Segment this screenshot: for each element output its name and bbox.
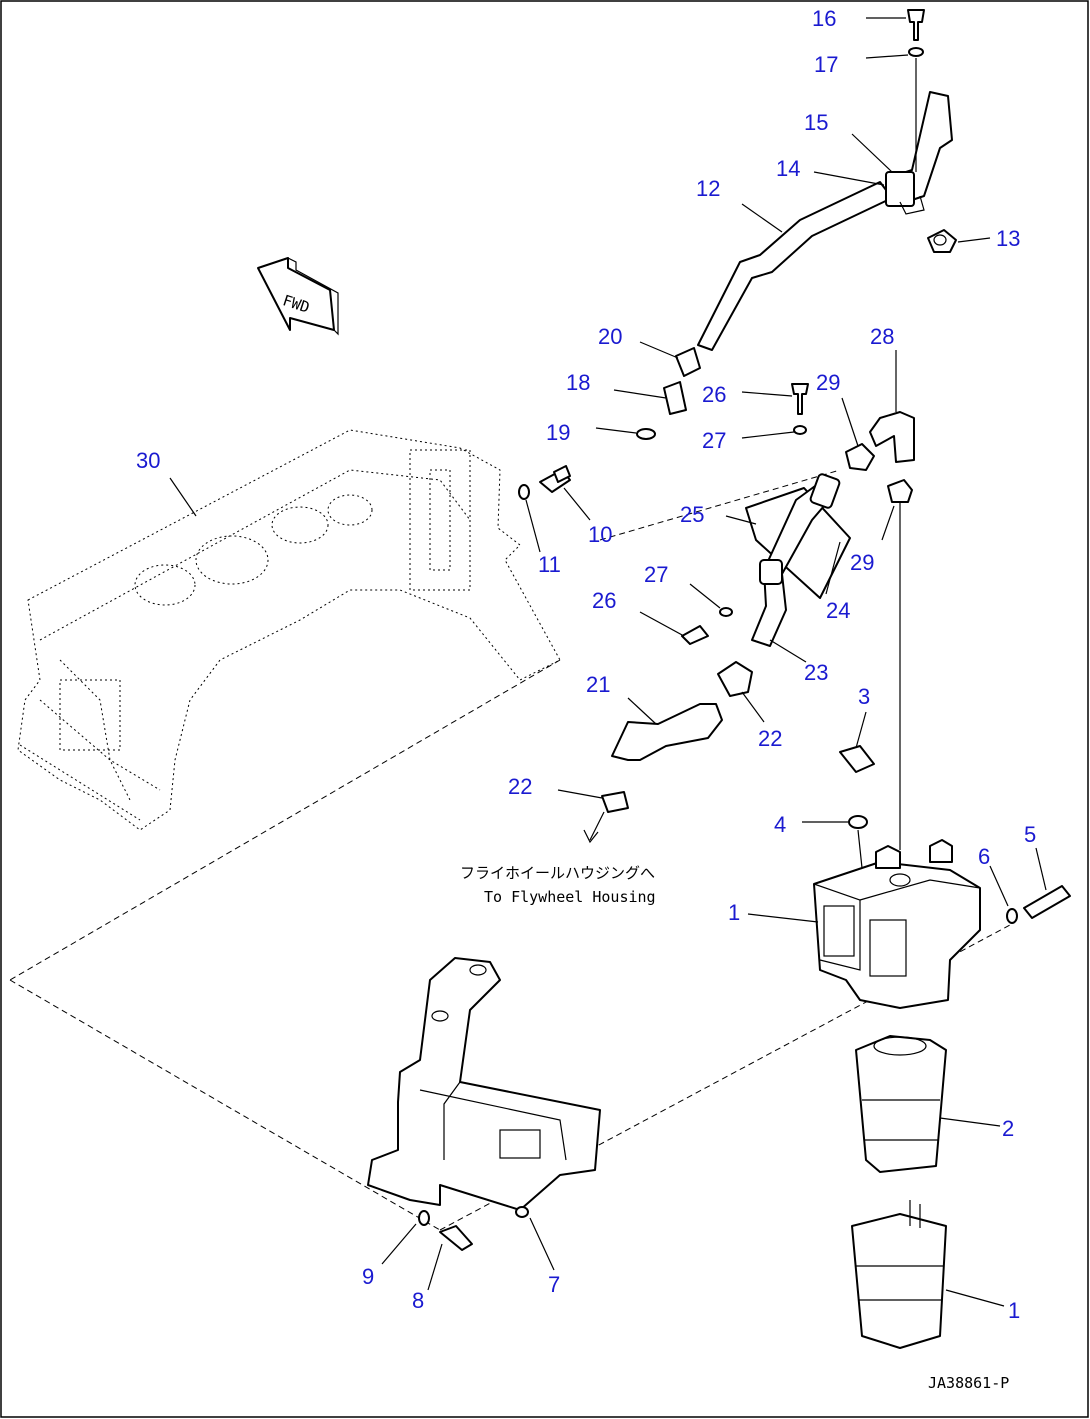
callout-22b: 22 xyxy=(508,774,532,799)
callout-16: 16 xyxy=(812,6,836,31)
callout-3: 3 xyxy=(858,684,870,709)
hose-assembly-23-25 xyxy=(681,383,915,850)
callout-26b: 26 xyxy=(592,588,616,613)
drawing-code: JA38861-P xyxy=(928,1374,1009,1392)
callout-13: 13 xyxy=(996,226,1020,251)
callout-6: 6 xyxy=(978,844,990,869)
callout-labels: 16 17 15 14 12 13 20 28 18 26 29 19 27 3… xyxy=(136,6,1036,1323)
callout-2: 2 xyxy=(1002,1116,1014,1141)
leader-lines xyxy=(169,17,1047,1307)
callout-1b: 1 xyxy=(1008,1298,1020,1323)
callout-28: 28 xyxy=(870,324,894,349)
callout-1: 1 xyxy=(728,900,740,925)
filter-head-part-1 xyxy=(813,745,1071,1009)
callout-4: 4 xyxy=(774,812,786,837)
fwd-arrow: FWD xyxy=(257,257,339,336)
fwd-label: FWD xyxy=(280,291,311,316)
callout-30: 30 xyxy=(136,448,160,473)
callout-29b: 29 xyxy=(850,550,874,575)
callout-12: 12 xyxy=(696,176,720,201)
alignment-lines xyxy=(9,469,1011,1231)
pipe-assembly-12 xyxy=(697,9,957,351)
callout-17: 17 xyxy=(814,52,838,77)
hose-21 xyxy=(583,661,753,844)
direction-note-jp: フライホイールハウジングへ xyxy=(460,864,655,882)
callout-20: 20 xyxy=(598,324,622,349)
callout-7: 7 xyxy=(548,1272,560,1297)
fittings-18-19-20 xyxy=(636,347,701,440)
callout-5: 5 xyxy=(1024,822,1036,847)
callout-11: 11 xyxy=(538,552,561,577)
bolt-10-washer-11 xyxy=(518,465,571,500)
callout-10: 10 xyxy=(588,522,612,547)
callout-22: 22 xyxy=(758,726,782,751)
callout-25: 25 xyxy=(680,502,704,527)
callout-19: 19 xyxy=(546,420,570,445)
callout-9: 9 xyxy=(362,1264,374,1289)
callout-21: 21 xyxy=(586,672,610,697)
callout-24: 24 xyxy=(826,598,850,623)
callout-27b: 27 xyxy=(644,562,668,587)
filter-bowl-part-1 xyxy=(851,1200,947,1349)
direction-note-en: To Flywheel Housing xyxy=(484,888,656,906)
callout-14: 14 xyxy=(776,156,800,181)
callout-18: 18 xyxy=(566,370,590,395)
callout-29: 29 xyxy=(816,370,840,395)
filter-element-part-2 xyxy=(855,1035,947,1173)
flywheel-direction-note: フライホイールハウジングへ To Flywheel Housing xyxy=(460,864,656,906)
callout-26: 26 xyxy=(702,382,726,407)
callout-8: 8 xyxy=(412,1288,424,1313)
callout-23: 23 xyxy=(804,660,828,685)
callout-27: 27 xyxy=(702,428,726,453)
mounting-bracket xyxy=(367,957,601,1251)
callout-15: 15 xyxy=(804,110,828,135)
chassis-frame-part-30 xyxy=(17,429,561,831)
